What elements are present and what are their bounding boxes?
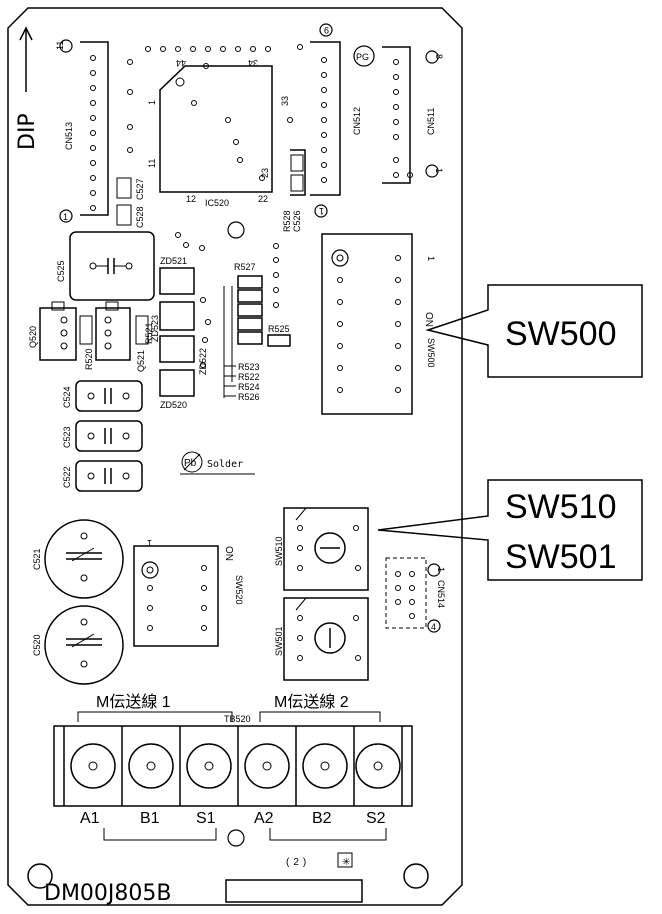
cn513-connector: 11 CN513 1 (55, 39, 109, 223)
terminal-label-b2: B2 (312, 810, 332, 827)
sw520-pin-1: 1 (147, 538, 152, 548)
terminal-label-a1: A1 (80, 810, 100, 827)
dip-direction: DIP (15, 26, 40, 150)
svg-text:4: 4 (431, 622, 436, 632)
terminal-group2-label: M伝送線 2 (274, 693, 349, 711)
c525-label: C525 (56, 260, 66, 282)
r527-label: R527 (234, 262, 256, 272)
tb520-label: TB520 (224, 714, 251, 724)
zd521-label: ZD521 (160, 256, 187, 266)
c523-label: C523 (62, 426, 72, 448)
sw500-callout-label: SW500 (505, 315, 617, 353)
resistor-array: R527 R525 R523 R522 R524 R526 (223, 243, 291, 402)
solder-label: Solder (207, 459, 243, 470)
cn513-pin-11: 11 (55, 41, 65, 50)
cn512-label: CN512 (352, 107, 362, 135)
part-number: DM00J805B (44, 881, 172, 906)
sw510-sw501-callout: SW510 SW501 (377, 479, 643, 581)
c522-label: C522 (62, 466, 72, 488)
sw501-switch: SW501 (274, 597, 369, 681)
r526-label: R526 (238, 392, 260, 402)
sw500-on: ON (423, 312, 434, 327)
cn513-pin-1: 1 (63, 212, 68, 222)
r523-label: R523 (238, 362, 260, 372)
cn511-pin-8: 8 (434, 54, 444, 59)
ic-pin-12: 12 (186, 194, 196, 204)
sw510-label: SW510 (274, 536, 284, 566)
cn514-label: CN514 (436, 580, 446, 608)
terminal-block-tb520 (53, 725, 413, 807)
c521-label: C521 (32, 548, 42, 570)
small-capacitors: C524 C523 C522 (62, 380, 143, 492)
sw520-switch: 1 ON SW520 (133, 538, 244, 647)
terminal-group1-label: M伝送線 1 (96, 693, 171, 711)
c526-label: C526 (292, 210, 302, 232)
sw501-callout-label: SW501 (505, 538, 617, 576)
ic-pin-34: 34 (248, 58, 258, 68)
cn514-connector: 1 CN514 4 (385, 557, 446, 633)
revision-mark: ✳ (342, 857, 350, 868)
r522-label: R522 (238, 372, 260, 382)
sw500-callout: SW500 (425, 284, 643, 378)
pb-solder-mark: Pb Solder (180, 451, 255, 475)
sw500-label: SW500 (426, 338, 436, 368)
pb-label: Pb (184, 458, 197, 469)
terminal-label-b1: B1 (140, 810, 160, 827)
cn511-connector: 8 1 CN511 (382, 46, 444, 184)
dip-label: DIP (15, 113, 40, 150)
terminal-label-s1: S1 (196, 810, 216, 827)
sw501-label: SW501 (274, 626, 284, 656)
terminal-label-a2: A2 (254, 810, 274, 827)
r521-label: R521 (144, 322, 154, 344)
q520-label: Q520 (28, 326, 38, 348)
ic-pin-44: 44 (176, 58, 186, 68)
zd520-label: ZD520 (160, 400, 187, 410)
board-outline (7, 7, 463, 906)
ic-label: IC520 (205, 198, 229, 208)
c525-capacitor: C525 (56, 231, 205, 301)
ic-pin-1: 1 (147, 100, 157, 105)
sw500-switch: 1 ON SW500 (321, 233, 436, 415)
cn512-pin-1: 1 (319, 206, 324, 216)
q521-label: Q521 (136, 350, 146, 372)
zener-diodes: ZD521 ZD523 ZD522 ZD520 (150, 256, 211, 410)
c527-label: C527 (135, 178, 145, 200)
revision-label: (2) (286, 857, 310, 868)
r524-label: R524 (238, 382, 260, 392)
ic-pin-11: 11 (147, 159, 157, 168)
ic-pin-33: 33 (280, 96, 290, 106)
c520-label: C520 (32, 634, 42, 656)
r520-label: R520 (84, 348, 94, 370)
ic520: 44 34 33 23 22 12 IC520 11 1 (147, 58, 290, 208)
r525-label: R525 (268, 324, 290, 334)
sw500-pin-1: 1 (426, 256, 436, 261)
large-capacitors: C521 C520 (32, 519, 124, 685)
c524-label: C524 (62, 386, 72, 408)
cn511-pin-1: 1 (434, 168, 444, 173)
transistors: Q520 R520 R521 Q521 (28, 301, 154, 372)
zd523-label: ZD523 (150, 315, 160, 342)
cn512-pin-9: 9 (324, 25, 329, 35)
sw510-callout-label: SW510 (505, 488, 617, 526)
pg-marker (353, 45, 375, 67)
cn513-label: CN513 (64, 122, 74, 150)
cn512-connector: 9 1 CN512 R528 C526 (282, 23, 362, 232)
cn511-label: CN511 (426, 108, 436, 135)
r528-label: R528 (282, 210, 292, 232)
terminal-label-s2: S2 (366, 810, 386, 827)
sw520-label: SW520 (234, 575, 244, 605)
zd522-label: ZD522 (198, 348, 208, 375)
sw510-switch: SW510 (274, 507, 369, 591)
cn514-pin-1: 1 (436, 567, 446, 572)
pg-label: PG (356, 52, 369, 62)
top-pins (127, 44, 303, 181)
c528-label: C528 (135, 206, 145, 228)
ic-pin-23: 23 (260, 168, 270, 178)
sw520-on: ON (223, 546, 234, 561)
ic-pin-22: 22 (258, 194, 268, 204)
